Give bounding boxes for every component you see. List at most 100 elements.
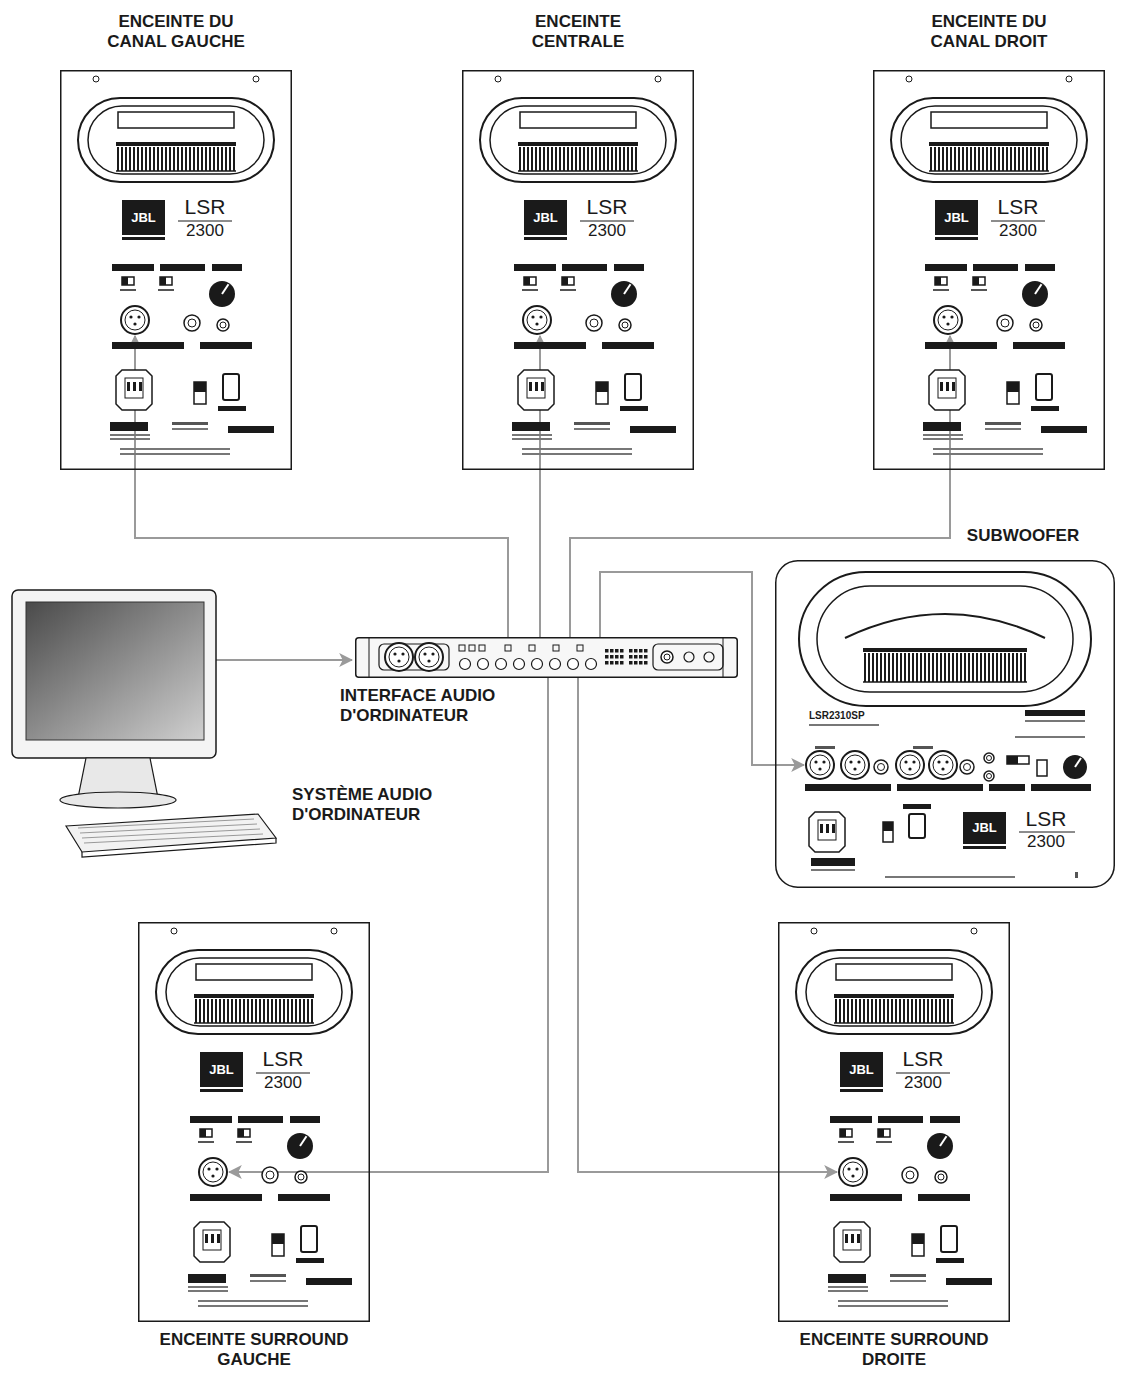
label-strip <box>514 264 556 271</box>
port-fin <box>942 147 944 171</box>
mount-hole <box>253 76 259 82</box>
port-fin <box>251 999 253 1023</box>
inlet-pin <box>541 382 544 391</box>
xlr-pin <box>137 315 140 318</box>
jack-input <box>298 1174 304 1180</box>
port-fin <box>235 999 237 1023</box>
led <box>553 645 559 651</box>
label-strip <box>614 264 644 271</box>
port-fin <box>225 147 227 171</box>
port-fin <box>936 653 938 682</box>
port-fin <box>946 147 948 171</box>
trim-switch <box>878 1129 890 1137</box>
port-fin <box>145 147 147 171</box>
label-strip <box>930 1116 960 1123</box>
port-fin <box>951 999 953 1023</box>
port-fin <box>611 147 613 171</box>
label-strip <box>236 1141 252 1143</box>
port-fin <box>958 147 960 171</box>
label-strip <box>925 264 967 271</box>
speaker-heading: ENCEINTE CENTRALE <box>498 12 658 53</box>
power-inlet <box>116 370 152 410</box>
meter-led <box>644 661 648 665</box>
xlr-input <box>527 310 547 330</box>
fine-print <box>574 428 610 430</box>
power-switch <box>301 1226 317 1252</box>
subwoofer-panel: SUBWOOFERLSR2310SPJBLLSR2300 <box>775 524 1117 890</box>
port-fin <box>623 147 625 171</box>
inlet-pin <box>205 1234 208 1243</box>
fine-print <box>828 1290 868 1292</box>
label-strip <box>560 289 576 291</box>
port-fin <box>915 999 917 1023</box>
inlet-pin <box>820 824 823 833</box>
port-fin <box>864 653 866 682</box>
port-fin <box>239 999 241 1023</box>
control-knob <box>460 659 471 670</box>
inlet-pin <box>133 382 136 391</box>
model-series: LSR <box>250 1046 316 1071</box>
port-fin <box>595 147 597 171</box>
port-fin <box>121 147 123 171</box>
signal-cable <box>229 678 548 1172</box>
label-strip <box>815 746 835 749</box>
xlr-input <box>810 755 830 775</box>
xlr-input <box>938 310 958 330</box>
port-fin <box>1014 147 1016 171</box>
power-inlet <box>809 812 845 852</box>
trim-switch <box>122 277 128 285</box>
volume-knob <box>1022 281 1048 307</box>
fine-print <box>522 453 632 455</box>
xlr-pin <box>814 760 817 763</box>
port-fin <box>227 999 229 1023</box>
port-fin <box>193 147 195 171</box>
label-strip <box>120 289 136 291</box>
xlr-pin <box>211 1174 214 1177</box>
label-strip <box>903 804 931 809</box>
port-fin <box>295 999 297 1023</box>
interface-chassis <box>356 638 738 678</box>
rating-plate <box>512 422 550 431</box>
port-fin <box>199 999 201 1023</box>
xlr-pin <box>851 1174 854 1177</box>
speaker-outline <box>874 71 1105 470</box>
port-fin <box>960 653 962 682</box>
label-strip <box>1031 406 1059 411</box>
port-fin <box>1042 147 1044 171</box>
port-fin <box>219 999 221 1023</box>
port-fin <box>972 653 974 682</box>
trim-switch <box>524 277 530 285</box>
key-row <box>80 824 257 833</box>
trim-switch <box>238 1129 250 1137</box>
phase-switch <box>1037 760 1047 776</box>
port-fin <box>129 147 131 171</box>
port-fin <box>169 147 171 171</box>
trim-switch <box>562 277 568 285</box>
led <box>459 645 465 651</box>
port-fin <box>920 653 922 682</box>
port-fin <box>1002 147 1004 171</box>
inlet-pin <box>857 1234 860 1243</box>
led <box>469 645 475 651</box>
label-strip <box>973 264 1018 271</box>
label-strip <box>933 289 949 291</box>
model-number: 2300 <box>1013 832 1079 852</box>
port-fin <box>567 147 569 171</box>
xlr-input <box>121 306 149 334</box>
xlr-input <box>125 310 145 330</box>
port-fin <box>275 999 277 1023</box>
port-fin <box>872 653 874 682</box>
audio-interface: INTERFACE AUDIO D'ORDINATEUR <box>340 636 740 734</box>
xlr-input <box>841 751 869 779</box>
fine-print <box>885 876 1015 878</box>
speaker-outline <box>779 923 1010 1322</box>
port-fin <box>203 999 205 1023</box>
port-fin <box>173 147 175 171</box>
port-fin <box>1004 653 1006 682</box>
mount-hole <box>655 76 661 82</box>
model-series: LSR <box>1013 806 1079 831</box>
fine-print <box>838 1305 948 1307</box>
label-strip <box>514 342 586 349</box>
port-fin <box>153 147 155 171</box>
logo-block <box>524 200 567 235</box>
